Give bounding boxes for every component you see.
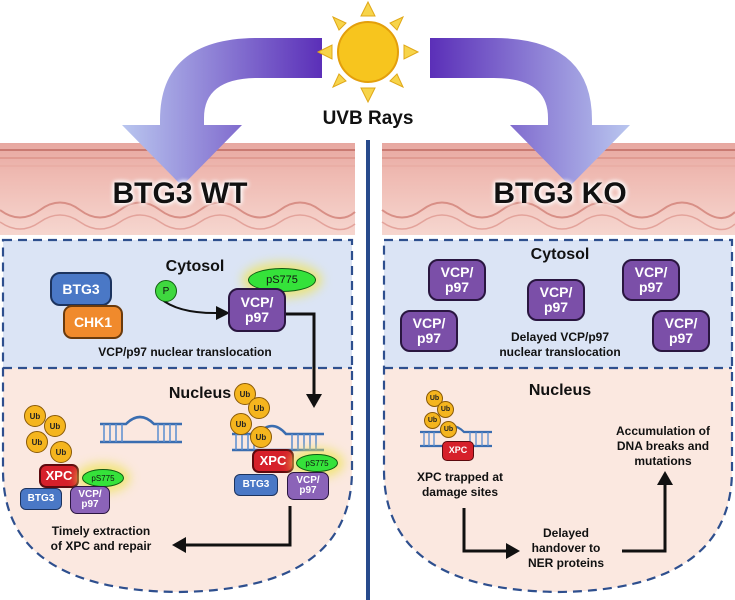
right-header: BTG3 KO <box>493 177 627 210</box>
ubiquitin-icon: Ub <box>50 441 72 463</box>
handover-caption: Delayed handover to NER proteins <box>527 526 604 570</box>
vcp-p97-protein: VCP/ p97 <box>70 486 110 514</box>
vcp-p97-protein: VCP/ p97 <box>287 472 329 500</box>
accumulation-caption: Accumulation of DNA breaks and mutations <box>615 424 710 468</box>
uv-arrow-right <box>430 38 630 186</box>
vcp-p97-protein: VCP/ p97 <box>228 288 286 332</box>
left-cytosol-caption: VCP/p97 nuclear translocation <box>98 345 272 359</box>
sun-icon <box>316 0 420 104</box>
xpc-protein: XPC <box>39 464 79 488</box>
ubiquitin-icon: Ub <box>26 431 48 453</box>
phosphate-icon: P <box>155 280 177 302</box>
xpc-trapped-caption: XPC trapped at damage sites <box>416 470 503 499</box>
ubiquitin-icon: Ub <box>250 426 272 448</box>
btg3-protein: BTG3 <box>20 488 62 510</box>
translocation-arrow <box>286 312 322 408</box>
uvb-title: UVB Rays <box>322 108 414 129</box>
chk1-protein: CHK1 <box>63 305 123 339</box>
vcp-p97-protein: VCP/ p97 <box>400 310 458 352</box>
vcp-p97-protein: VCP/ p97 <box>652 310 710 352</box>
vcp-p97-protein: VCP/ p97 <box>527 279 585 321</box>
right-cytosol-label: Cytosol <box>530 246 590 263</box>
ps775-badge: pS775 <box>248 268 316 292</box>
ps775-badge: pS775 <box>82 469 124 487</box>
left-nucleus-label: Nucleus <box>168 385 232 402</box>
extraction-arrow <box>172 506 292 553</box>
ubiquitin-icon: Ub <box>424 412 441 429</box>
handover-arrow-2 <box>622 471 673 553</box>
ubiquitin-icon: Ub <box>24 405 46 427</box>
dna-helix-damaged <box>100 415 182 444</box>
ubiquitin-icon: Ub <box>440 421 457 438</box>
ubiquitin-icon: Ub <box>248 397 270 419</box>
vcp-p97-protein: VCP/ p97 <box>428 259 486 301</box>
ubiquitin-icon: Ub <box>230 413 252 435</box>
btg3-protein: BTG3 <box>50 272 112 306</box>
left-nucleus-caption: Timely extraction of XPC and repair <box>50 524 152 553</box>
vcp-p97-protein: VCP/ p97 <box>622 259 680 301</box>
left-cytosol-label: Cytosol <box>165 258 225 275</box>
uv-arrow-left <box>122 38 322 186</box>
btg3-protein: BTG3 <box>234 474 278 496</box>
right-nucleus-label: Nucleus <box>528 382 592 399</box>
xpc-protein: XPC <box>442 441 474 461</box>
ubiquitin-icon: Ub <box>437 401 454 418</box>
ubiquitin-icon: Ub <box>44 415 66 437</box>
right-cytosol-caption: Delayed VCP/p97 nuclear translocation <box>499 330 621 359</box>
ps775-badge: pS775 <box>296 454 338 472</box>
left-header: BTG3 WT <box>112 177 248 210</box>
handover-arrow-1 <box>462 508 520 559</box>
xpc-protein: XPC <box>252 449 294 473</box>
